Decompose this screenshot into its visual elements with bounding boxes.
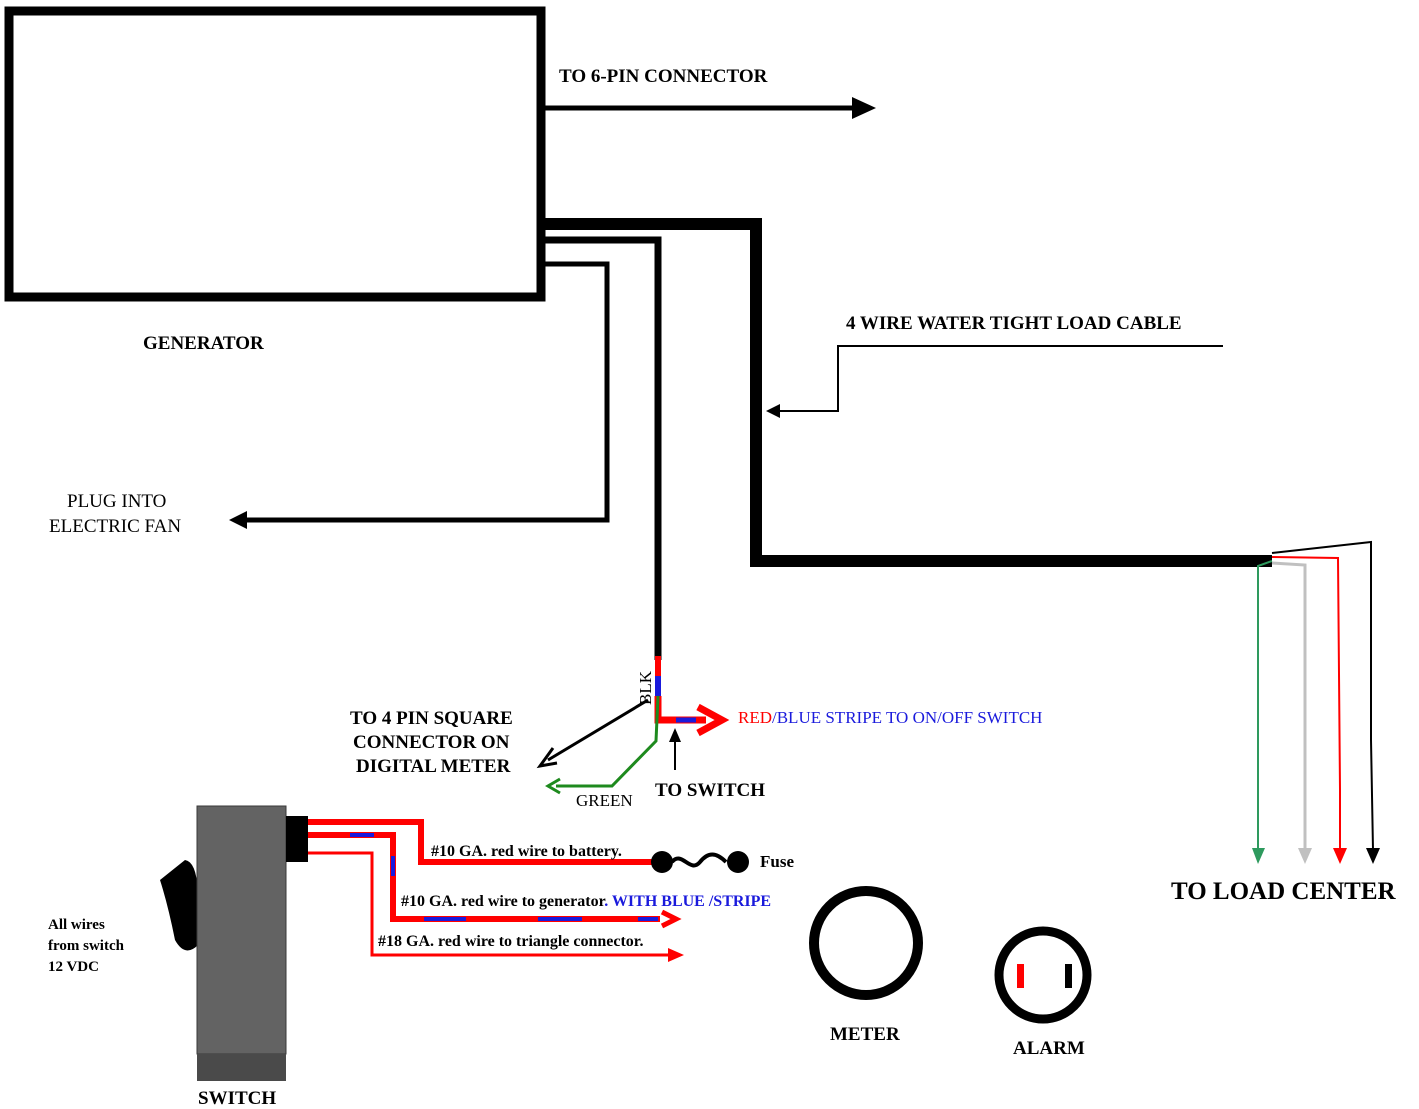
alarm-label: ALARM bbox=[1013, 1038, 1085, 1059]
fan-wire bbox=[245, 261, 610, 523]
load-cable bbox=[545, 218, 1272, 567]
all-wires-label-line3: 12 VDC bbox=[48, 959, 99, 975]
to-load-center-label: TO LOAD CENTER bbox=[1171, 878, 1397, 905]
red-arrowhead bbox=[696, 703, 730, 737]
red-label: RED bbox=[738, 708, 772, 727]
blk-wire bbox=[545, 236, 662, 660]
red-blue-stripe-label: RED/BLUE STRIPE TO ON/OFF SWITCH bbox=[738, 708, 1042, 727]
load-wire-green bbox=[1257, 560, 1273, 850]
fuse-icon bbox=[651, 851, 749, 873]
triangle-wire-arrowhead bbox=[668, 948, 684, 962]
load-wire-black bbox=[1271, 540, 1374, 851]
battery-wire bbox=[308, 819, 652, 865]
green-label: GREEN bbox=[576, 791, 633, 810]
all-wires-label-line2: from switch bbox=[48, 938, 125, 954]
load-center-wires bbox=[1252, 540, 1380, 864]
generator-label: GENERATOR bbox=[143, 333, 264, 354]
fan-label-line2: ELECTRIC FAN bbox=[49, 516, 181, 537]
generator-wire-stripes bbox=[350, 833, 658, 921]
meter-connector-label-line3: DIGITAL METER bbox=[356, 756, 511, 777]
blue-stripe-label: /BLUE STRIPE TO ON/OFF SWITCH bbox=[772, 708, 1042, 727]
to-switch-label: TO SWITCH bbox=[655, 780, 765, 801]
green-arrowhead bbox=[545, 777, 561, 795]
load-cable-leader-arrowhead bbox=[766, 404, 780, 418]
generator-box bbox=[4, 6, 546, 302]
load-wire-green-arrow bbox=[1252, 848, 1265, 864]
generator-wire-text: #10 GA. red wire to generator bbox=[401, 893, 606, 910]
load-wire-red-arrow bbox=[1333, 848, 1347, 864]
meter-icon bbox=[809, 886, 923, 1000]
load-wire-gray-arrow bbox=[1298, 848, 1312, 864]
meter-connector-arrowhead bbox=[536, 747, 558, 769]
battery-wire-label: #10 GA. red wire to battery. bbox=[431, 843, 622, 860]
triangle-wire bbox=[308, 851, 672, 957]
generator-wire-label: #10 GA. red wire to generator. WITH BLUE… bbox=[401, 893, 771, 910]
fan-label-line1: PLUG INTO bbox=[67, 491, 166, 512]
load-wire-black-arrow bbox=[1366, 848, 1380, 864]
to-switch-arrowhead bbox=[669, 728, 681, 742]
switch-body bbox=[196, 805, 287, 1055]
blue-stripe-segment bbox=[655, 676, 661, 696]
to-6pin-arrowhead bbox=[852, 97, 876, 119]
load-wire-gray bbox=[1271, 561, 1307, 850]
switch-base bbox=[197, 1054, 286, 1081]
all-wires-label-line1: All wires bbox=[48, 917, 105, 933]
toggle-switch-icon bbox=[160, 860, 198, 951]
meter-label: METER bbox=[830, 1024, 900, 1045]
fuse-label: Fuse bbox=[760, 852, 794, 871]
to-6pin-label: TO 6-PIN CONNECTOR bbox=[559, 66, 768, 87]
fan-arrowhead bbox=[229, 511, 247, 529]
triangle-wire-label: #18 GA. red wire to triangle connector. bbox=[378, 933, 643, 950]
green-wire bbox=[556, 695, 660, 788]
meter-connector-label-line1: TO 4 PIN SQUARE bbox=[350, 708, 513, 729]
blk-label: BLK bbox=[636, 670, 655, 705]
load-cable-leader bbox=[772, 345, 1223, 412]
meter-connector-pointer bbox=[547, 698, 649, 762]
meter-connector-label-line2: CONNECTOR ON bbox=[353, 732, 510, 753]
alarm-outlet-icon bbox=[994, 926, 1092, 1024]
red-stripe-segment bbox=[655, 656, 661, 676]
switch-connector bbox=[286, 816, 308, 862]
switch-assembly bbox=[160, 805, 308, 1081]
switch-label: SWITCH bbox=[198, 1088, 276, 1109]
load-wire-red bbox=[1271, 556, 1341, 850]
with-blue-stripe-text: . WITH BLUE /STRIPE bbox=[604, 893, 771, 910]
load-cable-label: 4 WIRE WATER TIGHT LOAD CABLE bbox=[846, 313, 1182, 334]
generator-wire-arrowhead bbox=[660, 909, 682, 929]
